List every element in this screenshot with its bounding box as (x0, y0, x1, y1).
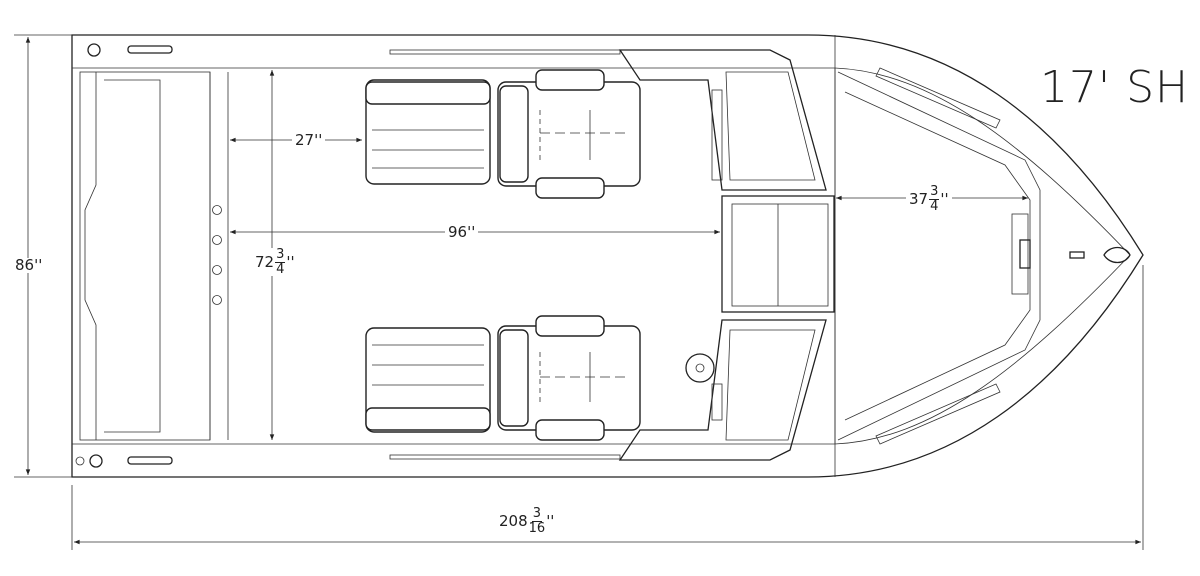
cleats (75, 43, 621, 468)
aisle-width-label: 27'' (292, 133, 326, 148)
interior-width-unit: '' (286, 252, 295, 271)
beam-label: 86'' (12, 258, 46, 273)
bow-length-unit: '' (940, 189, 949, 208)
model-title: 17' SH (1040, 62, 1190, 113)
overall-length-whole: 208 (499, 511, 528, 530)
transom (79, 71, 229, 441)
overall-length-unit: '' (546, 511, 555, 530)
interior-width-den: 4 (276, 261, 285, 277)
windshield-consoles (618, 49, 835, 461)
interior-width-whole: 72 (255, 252, 275, 271)
bow-length-num: 3 (929, 184, 940, 200)
interior-length-label: 96'' (445, 225, 479, 240)
rear-seat-top (365, 79, 491, 185)
overall-length-num: 3 (531, 506, 543, 522)
bow-length-whole: 37 (909, 189, 929, 208)
bow-deck (837, 67, 1131, 445)
interior-width-num: 3 (275, 247, 286, 263)
overall-length-den: 16 (528, 520, 546, 536)
rear-seat-bottom (365, 327, 491, 433)
captain-chair-top (497, 69, 641, 199)
captain-chair-bottom (497, 315, 641, 441)
bow-length-den: 4 (930, 198, 939, 214)
